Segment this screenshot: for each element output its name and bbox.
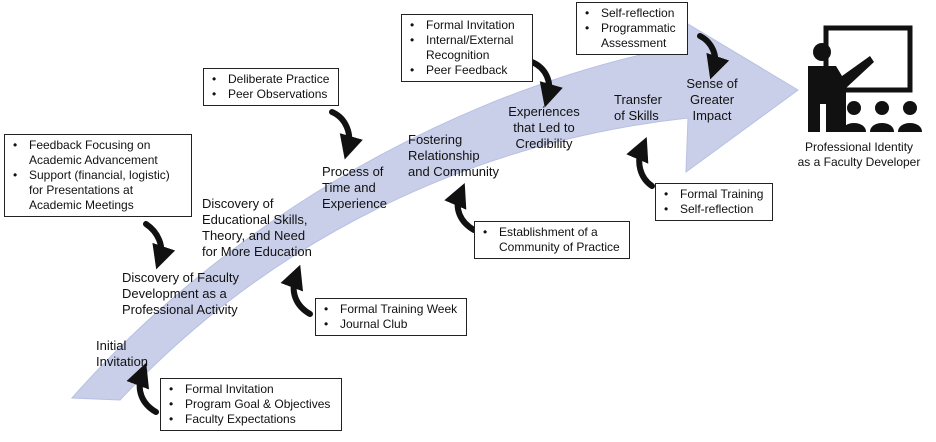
arrow-community-up xyxy=(444,182,477,233)
stage-sense-impact: Sense of Greater Impact xyxy=(686,76,738,123)
box-feedback-support: Feedback Focusing on Academic Advancemen… xyxy=(4,134,192,217)
box-item: Formal Training Week xyxy=(324,302,460,317)
box-item: Peer Observations xyxy=(212,87,332,102)
box-item: Programmatic Assessment xyxy=(585,21,681,51)
stage-initial-invitation: Initial Invitation xyxy=(96,338,149,369)
box-self-reflection-assessment: Self-reflection Programmatic Assessment xyxy=(576,2,688,55)
box-community-of-practice: Establishment of a Community of Practice xyxy=(474,221,630,259)
arrow-trainingweek-up xyxy=(280,264,313,317)
box-item: Deliberate Practice xyxy=(212,72,332,87)
stage-experiences-credibility: Experiences that Led to Credibility xyxy=(508,104,580,151)
box-invitation-goals: Formal Invitation Program Goal & Objecti… xyxy=(160,378,342,431)
stage-transfer-skills: Transfer of Skills xyxy=(614,92,662,123)
stage-fostering-relationship: Fostering Relationship and Community xyxy=(408,132,500,179)
box-item: Formal Invitation xyxy=(169,382,335,397)
stage-discovery-faculty-development: Discovery of Faculty Development as a Pr… xyxy=(122,270,240,317)
goal-label: Professional Identity as a Faculty Devel… xyxy=(797,140,921,169)
box-formal-invitation-recognition: Formal Invitation Internal/External Reco… xyxy=(401,14,533,82)
box-training-week: Formal Training Week Journal Club xyxy=(315,298,467,336)
box-item: Internal/External Recognition xyxy=(410,33,526,63)
stage-process-time: Process of Time and Experience xyxy=(322,164,388,211)
arrow-invitation-up xyxy=(126,362,159,415)
box-item: Support (financial, logistic) for Presen… xyxy=(13,168,185,213)
arrow-reflection-down xyxy=(697,33,730,80)
teacher-at-board-icon xyxy=(808,25,922,132)
box-item: Faculty Expectations xyxy=(169,412,335,427)
box-item: Self-reflection xyxy=(664,202,766,217)
arrow-feedback-down xyxy=(143,221,176,270)
box-item: Peer Feedback xyxy=(410,63,526,78)
progress-arrow xyxy=(70,11,799,401)
box-formal-training-reflection: Formal Training Self-reflection xyxy=(655,183,773,221)
box-deliberate-practice: Deliberate Practice Peer Observations xyxy=(203,68,339,106)
stage-discovery-educational-skills: Discovery of Educational Skills, Theory,… xyxy=(202,196,312,259)
box-item: Program Goal & Objectives xyxy=(169,397,335,412)
box-item: Establishment of a Community of Practice xyxy=(483,225,623,255)
arrow-recognition-down xyxy=(529,59,563,108)
box-item: Self-reflection xyxy=(585,6,681,21)
box-item: Journal Club xyxy=(324,317,460,332)
arrow-training-up xyxy=(626,136,655,189)
arrow-deliberate-down xyxy=(329,109,363,160)
box-item: Formal Invitation xyxy=(410,18,526,33)
box-item: Formal Training xyxy=(664,187,766,202)
connector-arrows xyxy=(126,33,730,415)
box-item: Feedback Focusing on Academic Advancemen… xyxy=(13,138,185,168)
